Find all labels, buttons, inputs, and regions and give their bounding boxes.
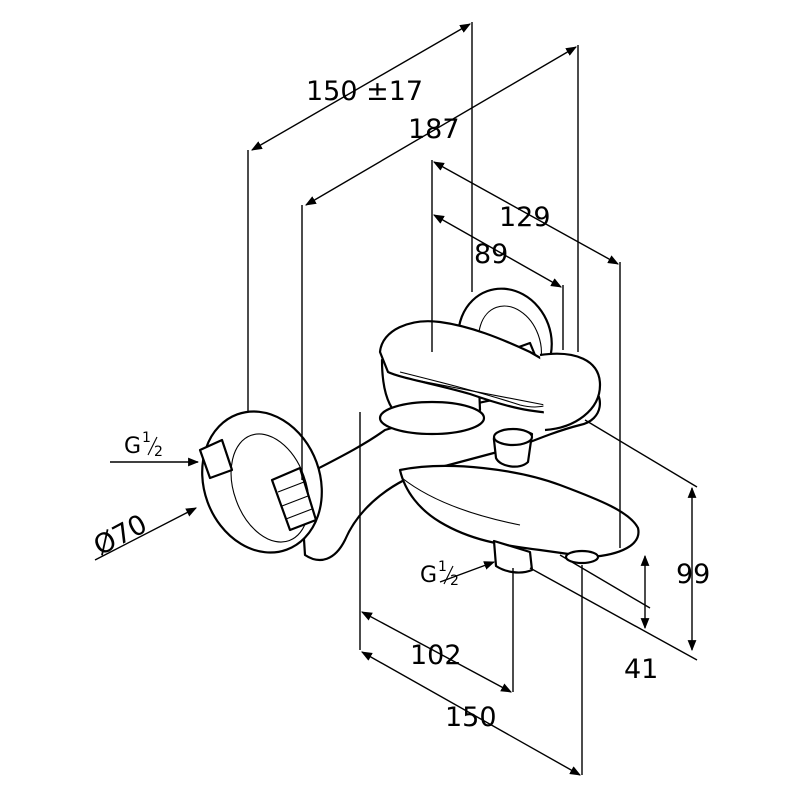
lower-outlet-connector [492,539,534,574]
left-connector [270,466,318,532]
faucet-body [198,287,640,574]
label-41: 41 [624,654,658,685]
lever-rear-loop [539,352,602,432]
outlet-thread-g: G [420,563,437,588]
label-150-17: 150 ±17 [306,76,423,107]
label-187: 187 [408,114,460,145]
left-inlet-stub [198,438,234,480]
spout-edge [401,477,521,526]
diverter-knob-top [492,427,534,447]
label-102: 102 [410,640,462,671]
dim-150 [361,651,581,776]
outlet-thread-num: 1 [438,559,447,575]
label-150: 150 [445,702,497,733]
leader-diameter [94,507,197,561]
dim-187 [305,46,577,206]
dim-129 [433,161,619,265]
ext-line-bottom-41b [559,554,651,609]
left-connector-ridge-2 [281,495,309,507]
cartridge-collar [378,400,486,436]
outlet-thread-slash [443,565,454,585]
left-rosette-inner [230,433,310,543]
dim-89 [433,214,562,288]
dimension-lines [94,22,698,776]
label-outlet-thread: G 1 2 [420,559,459,589]
inlet-thread-num: 1 [142,430,151,446]
spout-outlet [564,549,600,565]
label-inlet-thread: G 1 2 [124,430,163,460]
spout [398,464,640,559]
label-99: 99 [676,559,710,590]
dimension-labels: 150 ±17 187 129 89 99 41 102 150 Ø70 G 1… [89,76,711,733]
label-89: 89 [474,239,508,270]
lever-highlight [404,377,546,406]
leader-outlet [439,561,496,583]
ext-line-bottom-41 [529,567,698,661]
inlet-thread-g: G [124,434,141,459]
left-connector-ridge-1 [277,481,305,493]
label-129: 129 [499,202,551,233]
label-diameter-70: Ø70 [89,509,153,562]
outlet-thread-den: 2 [450,573,459,589]
inlet-thread-slash [147,436,158,456]
left-connector-ridge-3 [285,508,313,520]
ext-line-top-99 [584,419,698,488]
inlet-thread-den: 2 [154,444,163,460]
